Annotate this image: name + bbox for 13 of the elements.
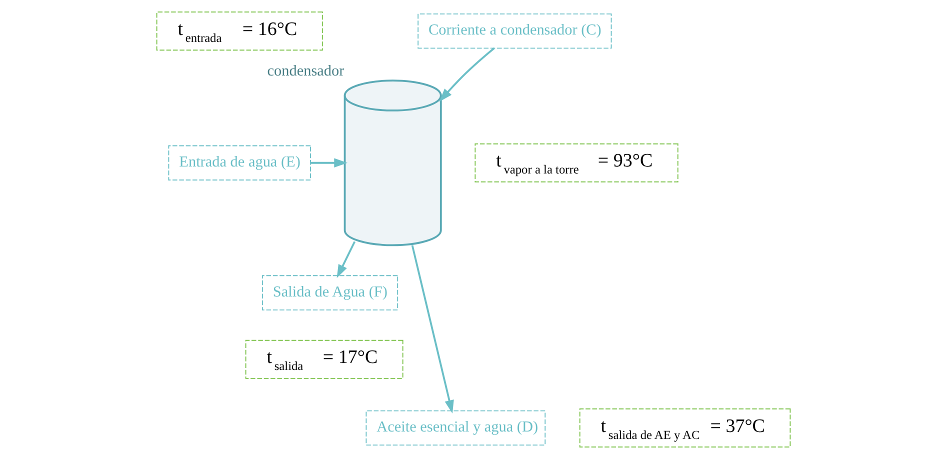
node-box: t$_{entrada}$ = 16°C	[156, 12, 323, 51]
arrow	[439, 48, 495, 102]
node-box: Entrada de agua (E)	[168, 145, 311, 180]
node-label: condensador	[267, 62, 344, 80]
node-box: Corriente a condensador (C)	[418, 13, 612, 49]
arrow	[310, 158, 348, 168]
node-box: Salida de Agua (F)	[262, 275, 398, 310]
node-box: t$_{salida de AE y AC}$ = 37°C	[579, 408, 791, 448]
arrow	[336, 241, 356, 278]
node-box: Aceite esencial y agua (D)	[366, 410, 546, 446]
node-box: t$_{salida}$ = 17°C	[245, 340, 404, 379]
arrow	[411, 245, 454, 414]
node-box: t$_{vapor a la torre}$ = 93°C	[474, 143, 678, 182]
